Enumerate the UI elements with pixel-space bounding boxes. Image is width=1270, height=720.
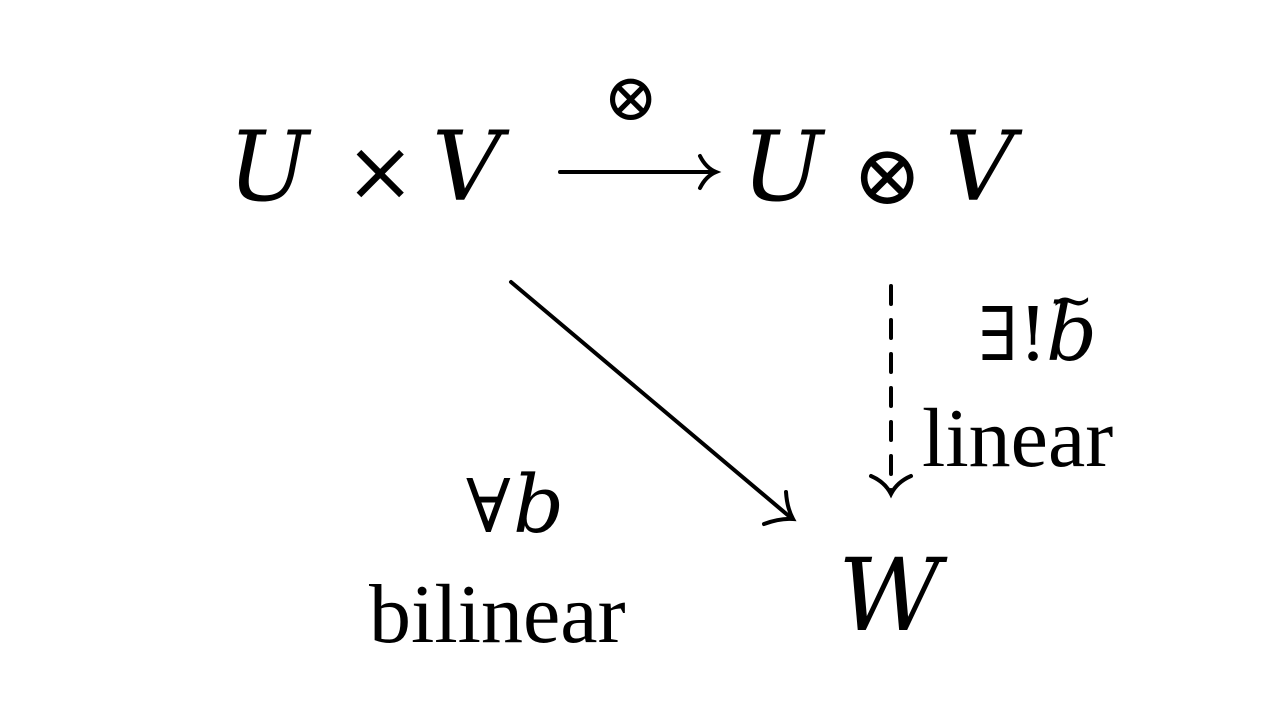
induced-accent: ~ xyxy=(1050,271,1094,331)
bilinear-description: bilinear xyxy=(369,568,626,661)
tensor-map-label: ⊗ xyxy=(603,59,658,136)
node-w: W xyxy=(838,537,948,654)
induced-symbol: b xyxy=(1046,286,1097,379)
node-u-tensor-v-left: U xyxy=(742,111,826,223)
node-u-tensor-v: U ⊗ V xyxy=(742,111,1023,224)
bilinear-quantifier: ∀ xyxy=(466,464,511,550)
node-u-times-v: U × V xyxy=(228,111,510,223)
tensor-map-arrow xyxy=(558,154,722,190)
induced-quantifier: ∃! xyxy=(978,292,1048,378)
induced-description: linear xyxy=(922,392,1113,485)
bilinear-map-shaft xyxy=(509,280,792,519)
node-u-times-v-right: V xyxy=(432,111,510,223)
bilinear-map-label: ∀ b bilinear xyxy=(369,458,626,661)
induced-map-head xyxy=(869,474,913,499)
node-u-times-v-left: U xyxy=(228,111,312,223)
induced-map-label: ∃! b ~ linear xyxy=(922,271,1113,485)
bilinear-map-arrow xyxy=(509,280,797,526)
node-u-tensor-v-operator: ⊗ xyxy=(852,126,922,224)
node-u-tensor-v-right: V xyxy=(945,111,1023,223)
bilinear-map-head xyxy=(762,490,797,526)
node-u-times-v-operator: × xyxy=(345,122,415,220)
bilinear-symbol: b xyxy=(513,458,564,551)
induced-map-arrow xyxy=(869,284,913,499)
tensor-map-head xyxy=(698,154,722,190)
